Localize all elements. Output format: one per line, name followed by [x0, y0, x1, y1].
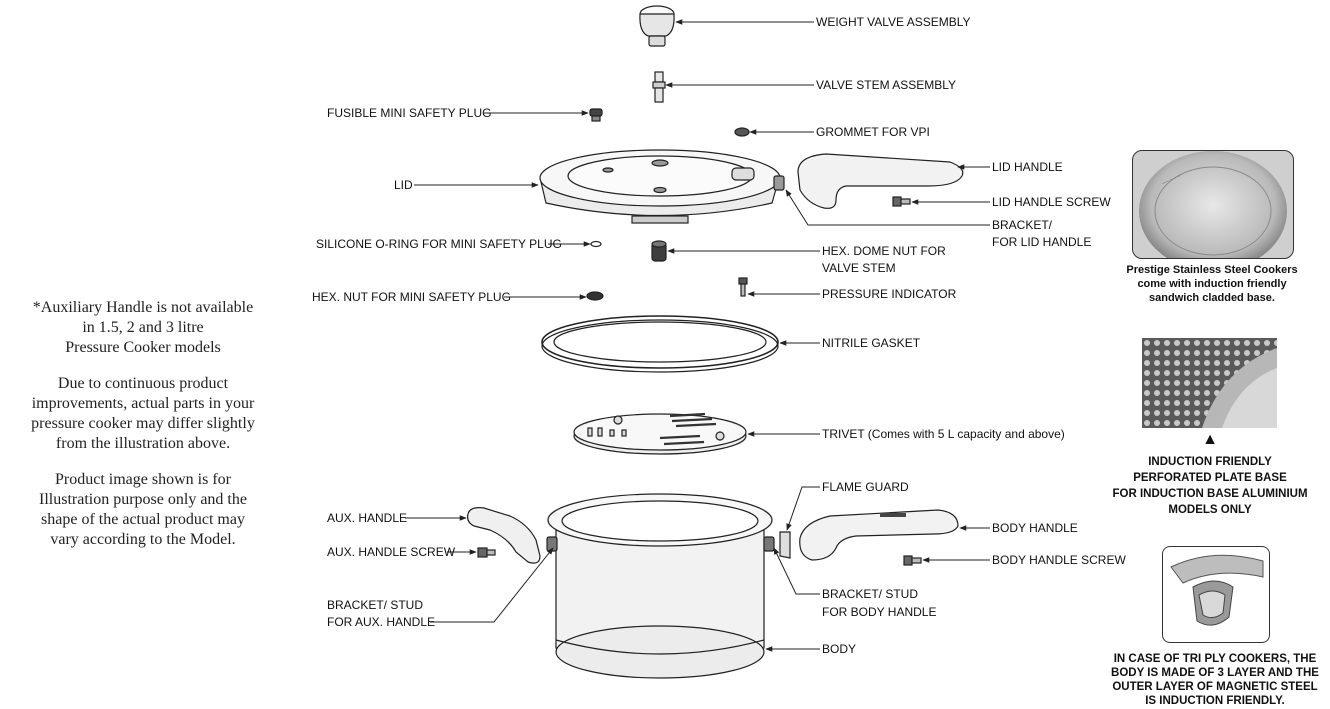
note-line: shape of the actual product may [41, 511, 245, 528]
up-arrow-icon: ▲ [1202, 431, 1218, 448]
label-pressure-indicator: PRESSURE INDICATOR [822, 287, 957, 301]
caption-line: IS INDUCTION FRIENDLY. [1145, 695, 1285, 707]
note-line: pressure cooker may differ slightly [31, 415, 255, 432]
lid-handle-screw-part [892, 196, 911, 207]
label-body-handle-screw: BODY HANDLE SCREW [992, 553, 1126, 567]
cooker-body-part [546, 493, 775, 679]
caption-line: OUTER LAYER OF MAGNETIC STEEL [1112, 681, 1318, 693]
note-aux-handle: *Auxiliary Handle is not available in 1.… [8, 298, 278, 358]
label-aux-handle-screw: AUX. HANDLE SCREW [327, 545, 456, 559]
label-valve-stem: VALVE STEM ASSEMBLY [816, 78, 956, 92]
fusible-plug-part [589, 108, 603, 122]
body-handle-screw-part [903, 555, 922, 566]
label-hex-dome-nut-2: VALVE STEM [822, 261, 896, 275]
label-nitrile-gasket: NITRILE GASKET [822, 336, 921, 350]
label-bracket-aux: BRACKET/ STUD [327, 598, 423, 612]
caption-line: IN CASE OF TRI PLY COOKERS, THE [1113, 653, 1317, 665]
note-line: Product image shown is for [55, 471, 231, 488]
label-bracket-lid: BRACKET/ [992, 218, 1053, 232]
label-bracket-aux-2: FOR AUX. HANDLE [327, 615, 435, 629]
caption-line: PERFORATED PLATE BASE [1133, 472, 1287, 484]
lid-part [539, 149, 785, 224]
note-line: Due to continuous product [57, 375, 229, 392]
aux-handle-part [467, 507, 541, 564]
caption-line: sandwich cladded base. [1149, 292, 1275, 304]
lid-handle-part [797, 153, 964, 209]
label-bracket-body: BRACKET/ STUD [822, 587, 918, 601]
caption-line: INDUCTION FRIENDLY [1148, 456, 1272, 468]
note-line: improvements, actual parts in your [31, 395, 255, 412]
label-bracket-lid-2: FOR LID HANDLE [992, 235, 1091, 249]
valve-stem-part [652, 71, 666, 103]
label-body-handle: BODY HANDLE [992, 521, 1078, 535]
label-fusible-plug: FUSIBLE MINI SAFETY PLUG [327, 106, 491, 120]
hex-dome-nut-part [651, 240, 667, 262]
flame-guard-part [779, 531, 791, 559]
trivet-part [573, 412, 747, 455]
label-weight-valve: WEIGHT VALVE ASSEMBLY [816, 15, 971, 29]
label-lid-handle-screw: LID HANDLE SCREW [992, 195, 1111, 209]
aux-handle-screw-part [477, 547, 496, 558]
caption-line: MODELS ONLY [1168, 504, 1252, 516]
note-line: in 1.5, 2 and 3 litre [82, 319, 204, 336]
label-grommet: GROMMET FOR VPI [816, 125, 930, 139]
caption-induction-base: INDUCTION FRIENDLY PERFORATED PLATE BASE… [1100, 454, 1320, 518]
steel-base-photo: ~~~~~ [1132, 150, 1294, 259]
grommet-part [734, 127, 750, 137]
label-hex-dome-nut: HEX. DOME NUT FOR [822, 244, 946, 258]
perforated-base-photo [1142, 338, 1277, 428]
note-line: from the illustration above. [55, 435, 231, 452]
caption-line: FOR INDUCTION BASE ALUMINIUM [1112, 488, 1308, 500]
label-bracket-body-2: FOR BODY HANDLE [822, 605, 936, 619]
caption-line: BODY IS MADE OF 3 LAYER AND THE [1111, 667, 1319, 679]
note-line: *Auxiliary Handle is not available [32, 299, 254, 316]
weight-valve-part [639, 5, 675, 47]
body-handle-part [799, 509, 959, 561]
label-silicone-oring: SILICONE O-RING FOR MINI SAFETY PLUG [316, 237, 562, 251]
note-line: Pressure Cooker models [65, 339, 221, 356]
pressure-indicator-part [738, 277, 748, 297]
label-flame-guard: FLAME GUARD [822, 480, 909, 494]
note-improvements: Due to continuous product improvements, … [8, 374, 278, 454]
note-line: vary according to the Model. [50, 531, 236, 548]
caption-triply: IN CASE OF TRI PLY COOKERS, THE BODY IS … [1100, 652, 1330, 708]
caption-line: come with induction friendly [1137, 278, 1287, 290]
caption-steel-base: Prestige Stainless Steel Cookers come wi… [1112, 263, 1312, 305]
label-lid: LID [394, 178, 413, 192]
label-trivet: TRIVET (Comes with 5 L capacity and abov… [822, 427, 1065, 441]
note-line: Illustration purpose only and the [39, 491, 247, 508]
label-hex-nut: HEX. NUT FOR MINI SAFETY PLUG [312, 290, 511, 304]
label-aux-handle: AUX. HANDLE [327, 511, 407, 525]
note-illustration: Product image shown is for Illustration … [8, 470, 278, 550]
triply-body-photo [1162, 546, 1270, 643]
nitrile-gasket-part [541, 315, 779, 373]
label-lid-handle: LID HANDLE [992, 160, 1063, 174]
label-body: BODY [822, 642, 856, 656]
hex-nut-part [586, 291, 604, 301]
silicone-oring-part [590, 240, 602, 248]
caption-line: Prestige Stainless Steel Cookers [1126, 264, 1298, 276]
